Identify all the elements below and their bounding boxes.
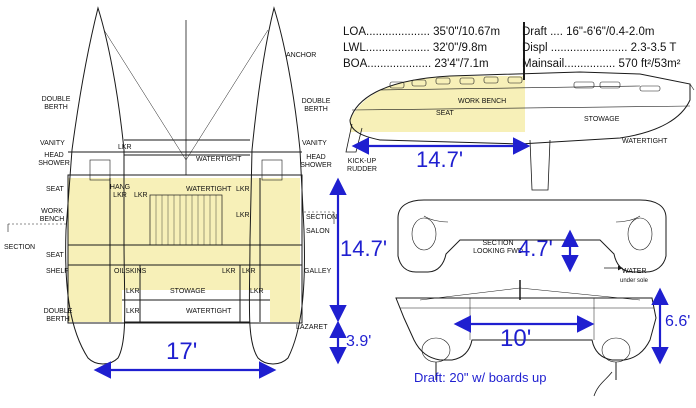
label-under-sole: under sole xyxy=(620,278,649,284)
dim-section-width: 10' xyxy=(500,325,532,352)
label-section-right: SECTION xyxy=(306,214,338,221)
section-view-lower xyxy=(395,280,657,397)
bridgedeck xyxy=(67,174,303,324)
label-oilskins: OILSKINS xyxy=(114,268,147,275)
centerboard xyxy=(529,139,551,191)
label-section-left: SECTION xyxy=(4,244,36,251)
profile-hull xyxy=(349,71,691,145)
label-galley: GALLEY xyxy=(304,268,332,275)
section-upper-outline xyxy=(397,199,667,273)
dim-plan-width: 17' xyxy=(166,338,198,365)
label-head-shower-left: HEAD SHOWER xyxy=(38,152,70,167)
label-seat-profile: SEAT xyxy=(436,110,454,117)
label-work-bench-profile: WORK BENCH xyxy=(458,98,507,105)
label-lkr-5: LKR xyxy=(222,268,236,275)
profile-view xyxy=(345,22,695,191)
label-stowage-profile: STOWAGE xyxy=(584,116,620,123)
label-watertight-mid: WATERTIGHT xyxy=(186,186,232,193)
label-seat-left-2: SEAT xyxy=(46,252,64,259)
spec-boa: BOA.................... 23'4"/7.1m xyxy=(343,58,489,70)
label-watertight-bottom: WATERTIGHT xyxy=(186,308,232,315)
label-lkr-7: LKR xyxy=(126,288,140,295)
plan-view xyxy=(7,6,335,365)
spec-draft: Draft .... 16"-6'6"/0.4-2.0m xyxy=(522,26,655,38)
label-double-berth-right: DOUBLE BERTH xyxy=(301,98,331,113)
label-lkr-3: LKR xyxy=(236,186,250,193)
label-hang-lkr: HANG LKR xyxy=(109,184,131,199)
label-lkr-top: LKR xyxy=(118,144,132,151)
label-lkr-9: LKR xyxy=(126,308,140,315)
label-anchor: ANCHOR xyxy=(286,52,317,59)
label-lazaret: LAZARET xyxy=(296,324,328,331)
spec-displ: Displ ........................ 2.3-3.5 T xyxy=(522,42,677,54)
label-shelf: SHELF xyxy=(46,268,69,275)
draft-note: Draft: 20" w/ boards up xyxy=(414,370,547,385)
label-seat-left: SEAT xyxy=(46,186,64,193)
label-vanity-right: VANITY xyxy=(302,140,327,147)
label-double-berth-left: DOUBLE BERTH xyxy=(41,96,71,111)
spec-lwl: LWL.................... 32'0"/9.8m xyxy=(343,42,488,54)
label-double-berth-bottom: DOUBLE BERTH xyxy=(43,308,73,323)
label-water: WATER xyxy=(622,268,647,275)
dim-section-total-height: 6.6' xyxy=(665,313,691,330)
label-kick-up-rudder: KICK-UP RUDDER xyxy=(347,158,377,173)
label-section-looking-fwd: SECTION LOOKING FWD xyxy=(473,240,523,255)
cabin-highlight xyxy=(68,178,300,322)
label-work-bench-left: WORK BENCH xyxy=(39,208,65,223)
label-lkr-6: LKR xyxy=(242,268,256,275)
label-watertight-profile: WATERTIGHT xyxy=(622,138,668,145)
dim-aft-depth: 3.9' xyxy=(346,333,372,350)
dim-plan-length: 14.7' xyxy=(340,236,388,261)
label-lkr-8: LKR xyxy=(250,288,264,295)
label-stowage-plan: STOWAGE xyxy=(170,288,206,295)
label-head-shower-right: HEAD SHOWER xyxy=(300,154,332,169)
dim-profile-length: 14.7' xyxy=(416,147,464,172)
section-lower-outline xyxy=(395,297,657,361)
spec-mainsail: Mainsail................ 570 ft²/53m² xyxy=(522,58,681,70)
label-watertight-top: WATERTIGHT xyxy=(196,156,242,163)
label-lkr-2: LKR xyxy=(134,192,148,199)
spec-loa: LOA.................... 35'0"/10.67m xyxy=(343,26,501,38)
label-lkr-4: LKR xyxy=(236,212,250,219)
label-vanity-left: VANITY xyxy=(40,140,65,147)
dim-section-height: 4.7' xyxy=(518,236,553,261)
label-salon: SALON xyxy=(306,228,330,235)
dimension-arrows xyxy=(93,137,669,379)
